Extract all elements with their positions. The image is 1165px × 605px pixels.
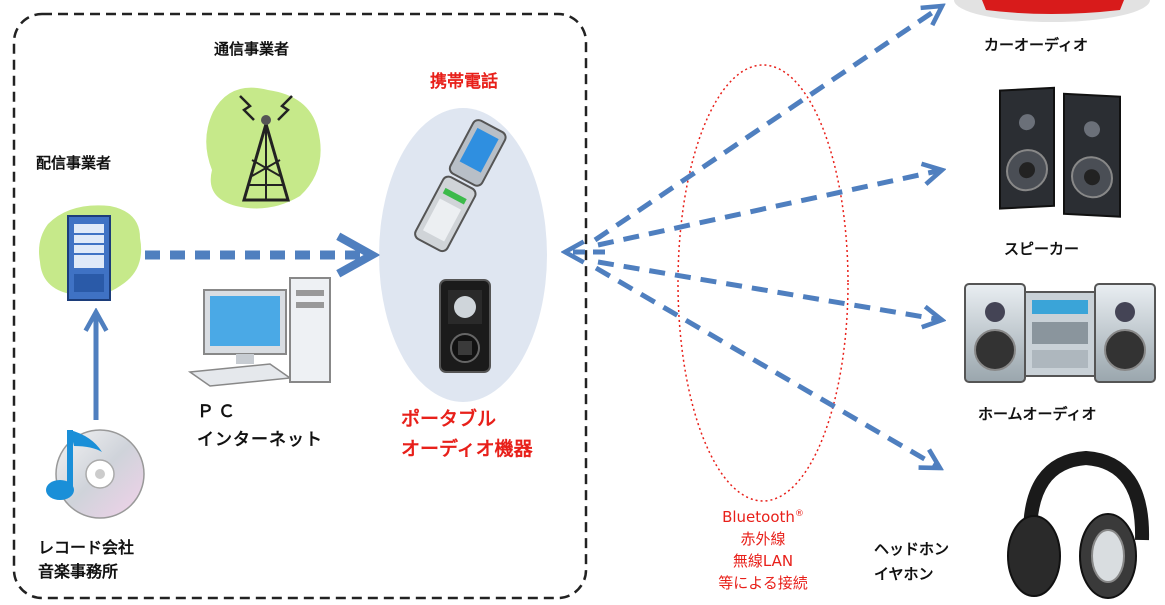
boundary-box — [12, 12, 588, 600]
record-label-label: レコード会社 — [38, 538, 135, 557]
headphones-icon — [1007, 450, 1150, 599]
connection-label: 等による接続 — [718, 574, 808, 592]
pc-icon — [187, 277, 331, 387]
bluetooth-label: Bluetooth® — [700, 508, 826, 527]
infrared-label: 赤外線 — [740, 530, 786, 548]
bluetooth-text: Bluetooth — [722, 508, 795, 526]
audio-player-icon — [439, 279, 491, 373]
pc-label: ＰＣ — [197, 402, 239, 422]
portable-area-ellipse — [379, 108, 547, 402]
bluetooth-mark: ® — [794, 509, 804, 519]
internet-label: インターネット — [197, 430, 323, 450]
arrow-to-car — [593, 6, 942, 243]
portable-label-line1: ポータブル — [401, 408, 497, 430]
arrow-to-speaker — [597, 170, 942, 248]
earphone-label: イヤホン — [874, 565, 934, 583]
tower-icon — [206, 87, 321, 209]
home-audio-label: ホームオーディオ — [978, 405, 1097, 423]
telecom-label: 通信事業者 — [214, 40, 290, 58]
home-audio-icon — [964, 283, 1156, 383]
speaker-label: スピーカー — [1004, 240, 1080, 258]
server-icon — [39, 205, 142, 301]
mobile-phone-icon — [414, 119, 507, 253]
mobile-phone-label: 携帯電話 — [430, 72, 498, 92]
car-audio-label: カーオーディオ — [984, 36, 1088, 54]
portable-label-line2: オーディオ機器 — [401, 438, 533, 460]
wireless-ellipse — [677, 64, 849, 502]
car-icon — [954, 0, 1150, 22]
music-office-label: 音楽事務所 — [38, 562, 119, 581]
headphone-label: ヘッドホン — [874, 540, 950, 558]
cd-music-icon — [46, 429, 145, 519]
arrow-to-headphone — [594, 265, 940, 468]
speakers-icon — [999, 86, 1121, 218]
arrows — [96, 6, 942, 468]
arrow-to-home-audio — [597, 259, 942, 320]
distributor-label: 配信事業者 — [36, 154, 112, 172]
wireless-lan-label: 無線LAN — [732, 552, 794, 570]
